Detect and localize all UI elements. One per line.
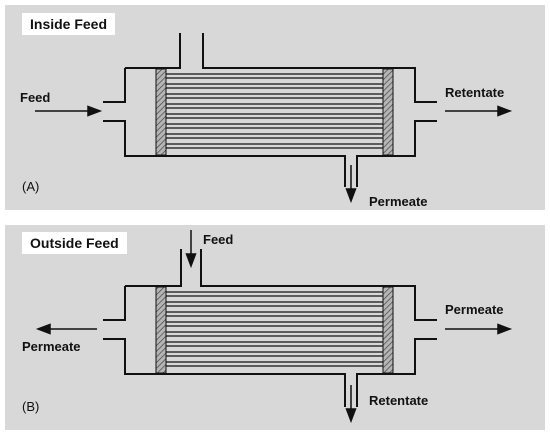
label-permeate-right: Permeate (445, 302, 504, 317)
label-feed: Feed (20, 90, 51, 105)
arrow-permeate-left-out (35, 323, 97, 335)
hollow-fibers (166, 291, 383, 367)
arrow-retentate-out (345, 385, 357, 424)
label-feed: Feed (203, 232, 234, 247)
module-shell (103, 249, 437, 407)
arrow-feed-in (35, 105, 103, 117)
arrow-feed-in (185, 230, 197, 269)
panel-caption: (A) (22, 179, 40, 194)
label-permeate-left: Permeate (22, 339, 81, 354)
panel-title: Outside Feed (22, 232, 127, 254)
panel-title: Inside Feed (22, 13, 116, 35)
panel-caption: (B) (22, 399, 40, 414)
hollow-fibers (166, 73, 383, 149)
tube-sheet-left (155, 68, 167, 156)
arrow-permeate-right-out (445, 323, 513, 335)
label-retentate: Retentate (369, 393, 429, 408)
module-diagram-b (35, 230, 513, 424)
label-retentate: Retentate (445, 85, 505, 100)
module-diagram-a (35, 33, 513, 204)
panel-outside-feed: Outside Feed (5, 225, 545, 430)
tube-sheet-right (382, 286, 394, 374)
module-shell (103, 33, 437, 187)
tube-sheet-left (155, 286, 167, 374)
panel-inside-feed: Inside Feed (5, 5, 545, 210)
label-permeate: Permeate (369, 194, 428, 209)
tube-sheet-right (382, 68, 394, 156)
arrow-retentate-out (445, 105, 513, 117)
arrow-permeate-out (345, 165, 357, 204)
